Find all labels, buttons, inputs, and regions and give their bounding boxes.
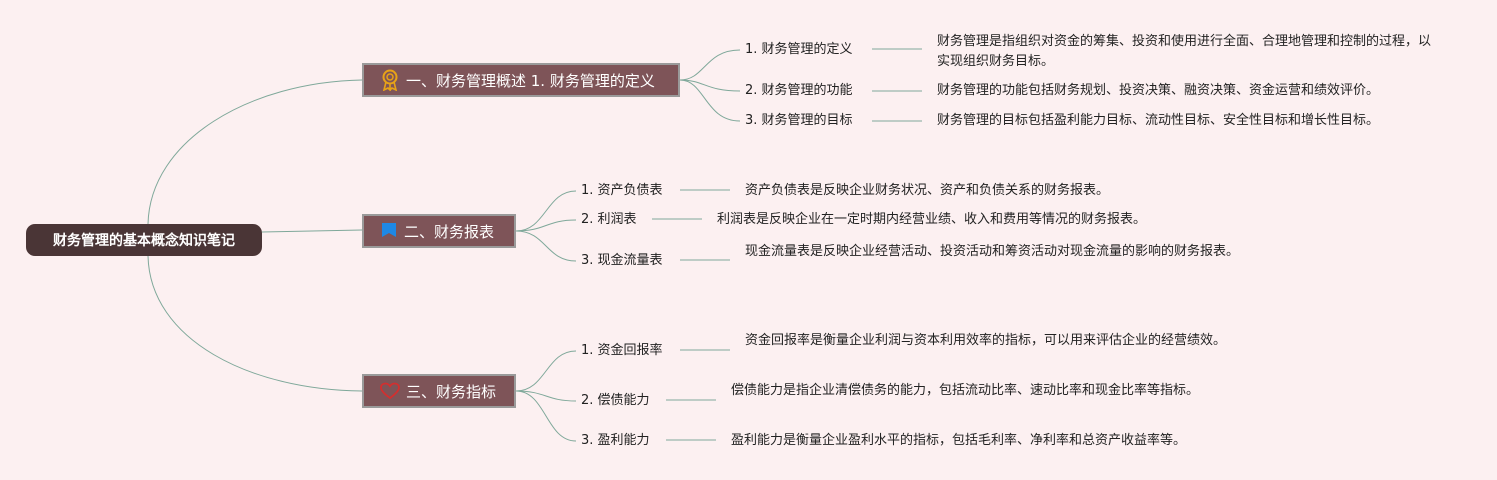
desc-goals: 财务管理的目标包括盈利能力目标、流动性目标、安全性目标和增长性目标。 <box>937 113 1380 128</box>
branch-overview[interactable]: 一、财务管理概述 1. 财务管理的定义 <box>362 63 680 97</box>
branch2-link-2 <box>515 219 577 232</box>
leaf-cash-flow[interactable]: 3. 现金流量表 <box>581 251 663 271</box>
leaf-return-on-capital[interactable]: 1. 资金回报率 <box>581 341 663 361</box>
leaf-label: 1. 财务管理的定义 <box>745 42 853 57</box>
root-link-3 <box>147 255 363 392</box>
flag-icon <box>382 223 396 237</box>
leaf-label: 3. 盈利能力 <box>581 433 650 448</box>
branch-label: 三、财务指标 <box>406 382 497 401</box>
branch1-link-1 <box>679 49 741 81</box>
root-node[interactable]: 财务管理的基本概念知识笔记 <box>26 224 262 256</box>
branch2-link-1 <box>515 190 577 232</box>
leaf-label: 3. 财务管理的目标 <box>745 113 853 128</box>
leaf-goals[interactable]: 3. 财务管理的目标 <box>745 111 853 131</box>
root-link-2 <box>261 229 363 233</box>
leaf-label: 3. 现金流量表 <box>581 253 663 268</box>
branch3-link-2 <box>515 390 577 402</box>
leaf-label: 2. 偿债能力 <box>581 393 650 408</box>
desc-income-statement: 利润表是反映企业在一定时期内经营业绩、收入和费用等情况的财务报表。 <box>717 212 1147 227</box>
desc-balance-sheet: 资产负债表是反映企业财务状况、资产和负债关系的财务报表。 <box>745 183 1110 198</box>
leaf-definition[interactable]: 1. 财务管理的定义 <box>745 40 853 60</box>
leaf-label: 2. 财务管理的功能 <box>745 83 853 98</box>
leaf-profitability[interactable]: 3. 盈利能力 <box>581 431 650 451</box>
branch-statements[interactable]: 二、财务报表 <box>362 214 516 248</box>
root-title: 财务管理的基本概念知识笔记 <box>53 233 235 249</box>
root-link-1 <box>147 79 363 225</box>
leaf-solvency[interactable]: 2. 偿债能力 <box>581 391 650 411</box>
desc-functions: 财务管理的功能包括财务规划、投资决策、融资决策、资金运营和绩效评价。 <box>937 83 1380 98</box>
desc-definition: 财务管理是指组织对资金的筹集、投资和使用进行全面、合理地管理和控制的过程，以实现… <box>937 34 1432 69</box>
leaf-label: 2. 利润表 <box>581 212 637 227</box>
branch-indicators[interactable]: 三、财务指标 <box>362 374 516 408</box>
award-ribbon-icon <box>382 69 398 91</box>
desc-cash-flow: 现金流量表是反映企业经营活动、投资活动和筹资活动对现金流量的影响的财务报表。 <box>745 244 1240 259</box>
branch-label: 一、财务管理概述 1. 财务管理的定义 <box>406 71 655 90</box>
leaf-label: 1. 资金回报率 <box>581 343 663 358</box>
desc-solvency: 偿债能力是指企业清偿债务的能力，包括流动比率、速动比率和现金比率等指标。 <box>731 383 1200 398</box>
desc-return-on-capital: 资金回报率是衡量企业利润与资本利用效率的指标，可以用来评估企业的经营绩效。 <box>745 333 1227 348</box>
branch2-link-3 <box>515 230 577 262</box>
branch3-link-1 <box>515 350 577 392</box>
branch3-link-3 <box>515 390 577 442</box>
heart-icon <box>380 382 400 400</box>
leaf-balance-sheet[interactable]: 1. 资产负债表 <box>581 181 663 201</box>
branch-label: 二、财务报表 <box>404 222 495 241</box>
branch1-link-3 <box>679 79 741 122</box>
leaf-label: 1. 资产负债表 <box>581 183 663 198</box>
branch1-link-2 <box>679 79 741 92</box>
leaf-income-statement[interactable]: 2. 利润表 <box>581 210 637 230</box>
leaf-functions[interactable]: 2. 财务管理的功能 <box>745 81 853 101</box>
desc-profitability: 盈利能力是衡量企业盈利水平的指标，包括毛利率、净利率和总资产收益率等。 <box>731 433 1187 448</box>
